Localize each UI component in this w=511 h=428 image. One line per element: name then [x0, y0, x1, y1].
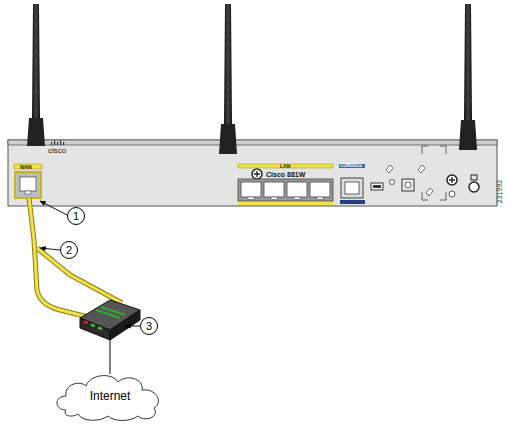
figure-number: 231992: [496, 179, 503, 202]
brand-logo: cisco: [48, 147, 66, 155]
internet-cloud: Internet: [52, 370, 168, 422]
callout-text: 3: [146, 321, 152, 332]
modem: [80, 300, 140, 340]
port-label: LAN: [280, 164, 290, 169]
antenna: [27, 4, 477, 154]
port-label: WAN: [20, 165, 32, 170]
callout-text: 2: [66, 245, 72, 256]
lan-ports: [238, 179, 333, 205]
model-name: Cisco 881W: [266, 171, 305, 178]
callout-number: 2: [60, 241, 78, 259]
callout-text: 1: [73, 211, 79, 222]
callout-number: 1: [67, 207, 85, 225]
cloud-label: Internet: [90, 390, 131, 402]
callout-number: 3: [140, 317, 158, 335]
port-label: CONSOLE: [340, 164, 362, 169]
